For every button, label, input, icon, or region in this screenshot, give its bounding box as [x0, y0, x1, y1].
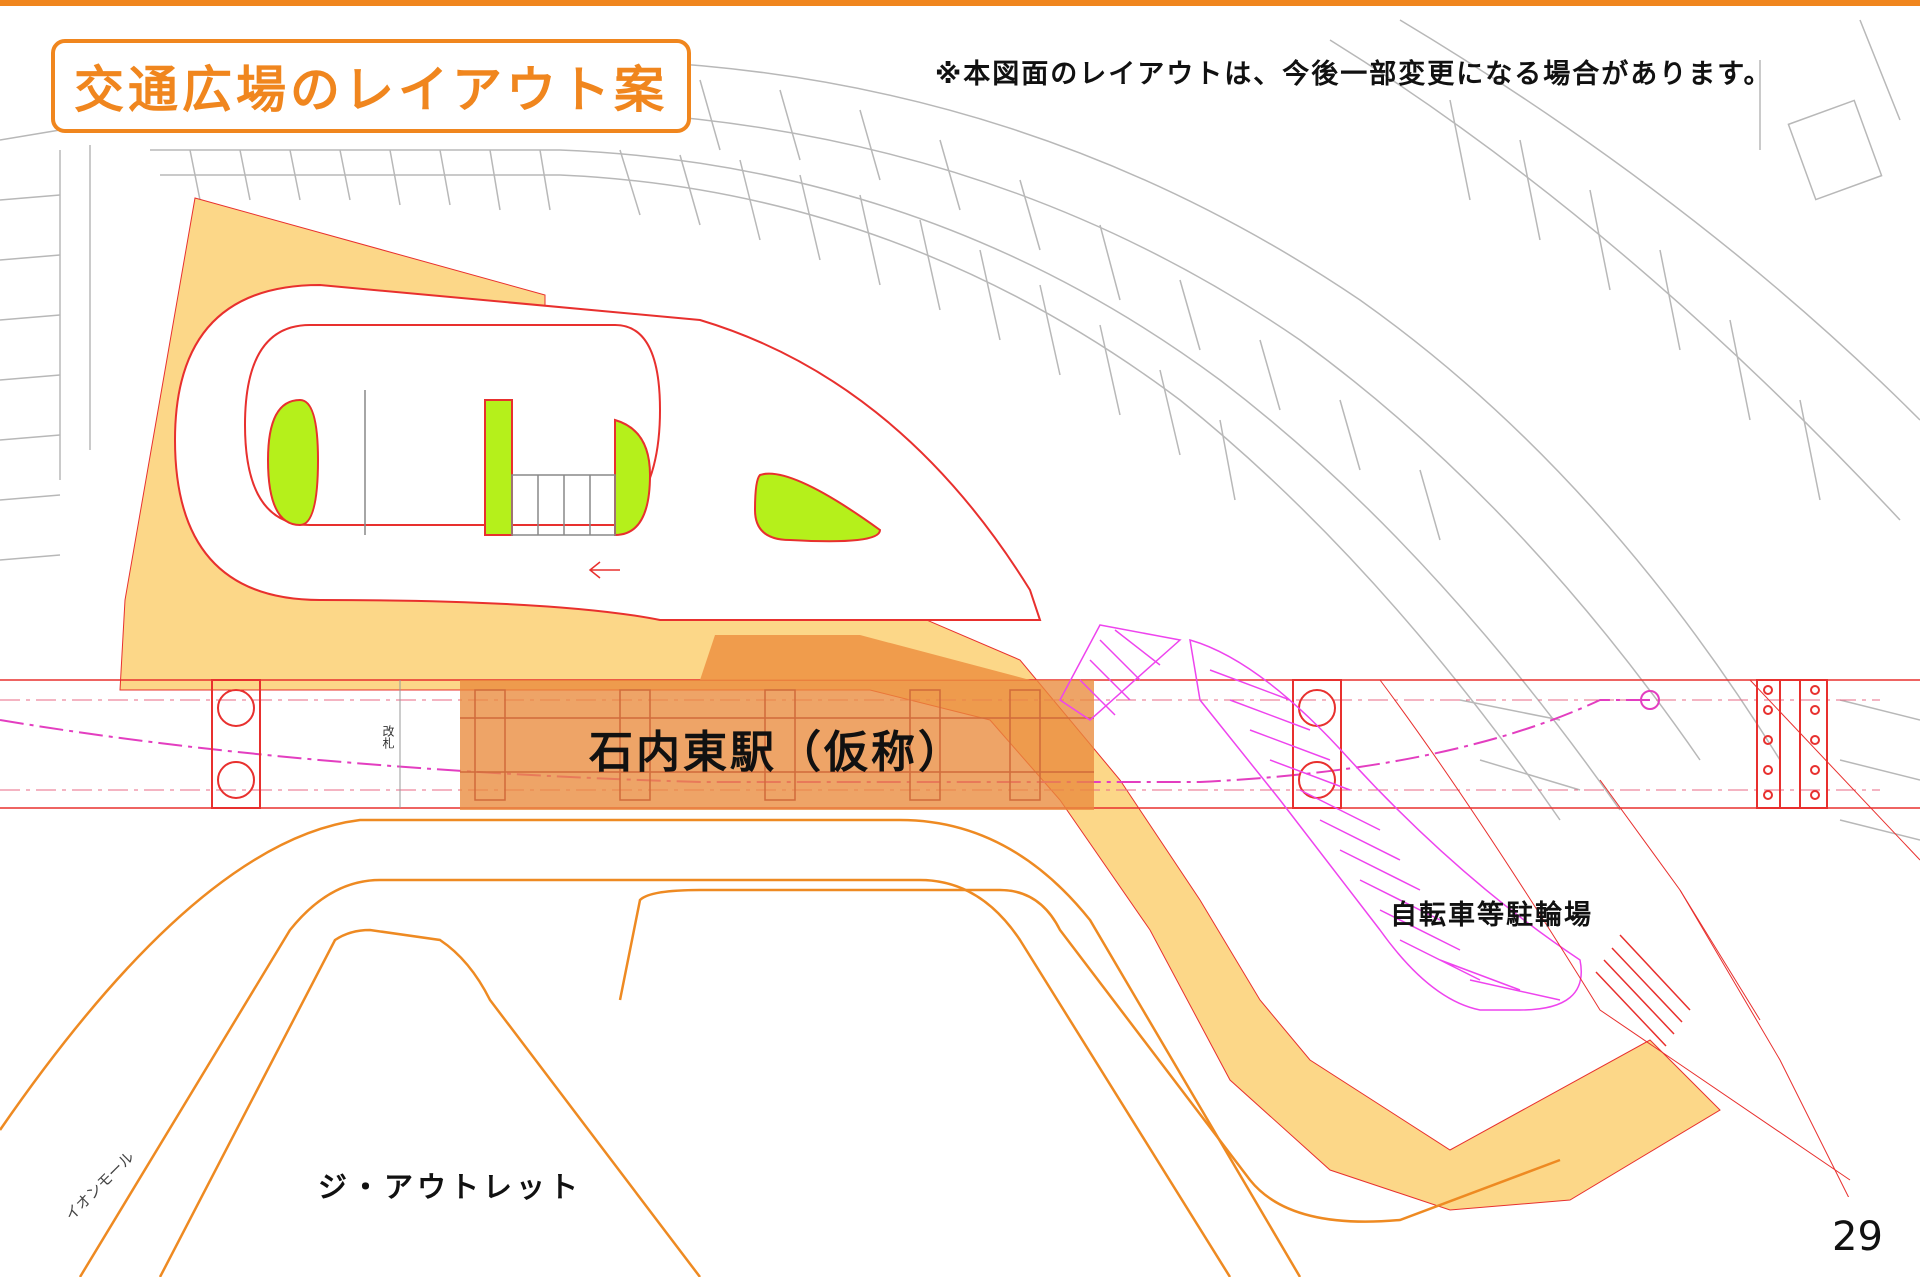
gate-label: 改札 — [381, 725, 395, 749]
layout-notice: ※本図面のレイアウトは、今後一部変更になる場合があります。 — [935, 59, 1773, 90]
bike-rack-hatch — [1595, 934, 1691, 1047]
station-platform — [399, 635, 1094, 810]
green-islands — [266, 398, 882, 543]
residential-lots — [0, 19, 1920, 841]
outlet-label: ジ・アウトレット — [318, 1170, 583, 1204]
station-label: 石内東駅（仮称） — [589, 727, 965, 778]
track-alignment — [0, 699, 1650, 783]
bicycle-parking-label: 自転車等駐輪場 — [1390, 900, 1593, 931]
page-title: 交通広場のレイアウト案 — [51, 39, 691, 133]
bus-bays — [364, 390, 620, 579]
outlet-site — [0, 818, 1561, 1277]
top-accent-bar — [0, 0, 1920, 6]
right-roads — [1379, 679, 1920, 1201]
page-number: 29 — [1800, 1197, 1915, 1277]
bicycle-parking — [1059, 624, 1582, 1011]
